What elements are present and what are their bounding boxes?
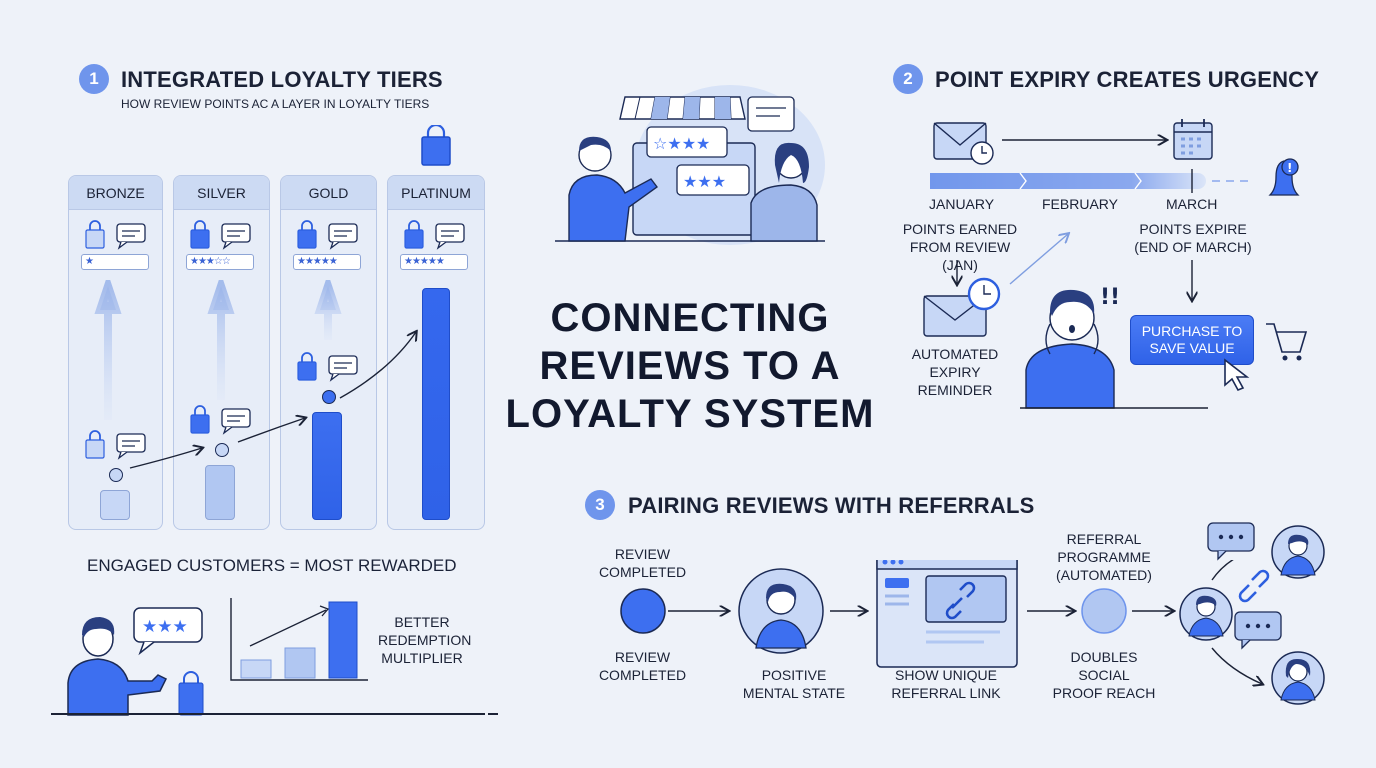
bag-chat-icons (297, 220, 358, 250)
bag-chat-icons (85, 220, 146, 250)
redemption-caption: BETTER REDEMPTION MULTIPLIER (378, 614, 472, 666)
points-earned-caption: POINTS EARNED FROM REVIEW (JAN) (902, 221, 1018, 273)
tier-column-silver: SILVER ★★★☆☆ (173, 175, 270, 530)
tier-level-bar (100, 490, 130, 520)
tier-node (215, 443, 229, 457)
friend-top-illustration (1207, 522, 1325, 579)
tier-name: GOLD (281, 176, 376, 210)
tier-column-bronze: BRONZE ★ (68, 175, 163, 530)
expiry-reminder-illustration: !! (923, 228, 1308, 409)
tier-name: PLATINUM (388, 176, 484, 210)
tier-star-rating: ★★★★★ (400, 254, 468, 270)
tier-star-rating: ★ (81, 254, 149, 270)
points-expire-caption: POINTS EXPIRE (END OF MARCH) (1134, 221, 1252, 255)
section1-title: INTEGRATED LOYALTY TIERS (121, 67, 443, 92)
section3-title: PAIRING REVIEWS WITH REFERRALS (628, 493, 1035, 518)
tier-column-gold: GOLD ★★★★★ (280, 175, 377, 530)
referral-programme-caption: REFERRAL PROGRAMME (AUTOMATED) (1056, 531, 1152, 583)
main-title: CONNECTING REVIEWS TO A LOYALTY SYSTEM (505, 296, 875, 436)
svg-text:!!: !! (1100, 285, 1120, 310)
tier-name: BRONZE (69, 176, 162, 210)
bag-chat-icons (297, 352, 358, 382)
tier-star-rating: ★★★☆☆ (186, 254, 254, 270)
tier-name: SILVER (174, 176, 269, 210)
show-referral-link-caption: SHOW UNIQUE REFERRAL LINK (891, 667, 1001, 701)
automated-reminder-caption: AUTOMATED EXPIRY REMINDER (911, 346, 999, 398)
redemption-chart-illustration (230, 598, 368, 681)
review-completed-bottom: REVIEW COMPLETED (598, 649, 687, 683)
positive-mental-state-caption: POSITIVE MENTAL STATE (742, 667, 846, 701)
tier-level-bar (312, 412, 342, 520)
svg-text:★★★: ★★★ (142, 617, 188, 637)
referral-flow-illustration (620, 560, 1325, 705)
section2-title: POINT EXPIRY CREATES URGENCY (935, 67, 1320, 92)
customer-illustration: ★★★ (67, 607, 204, 716)
tier-node (109, 468, 123, 482)
doubles-reach-caption: DOUBLES SOCIAL PROOF REACH (1052, 649, 1156, 701)
review-completed-top: REVIEW COMPLETED (598, 546, 687, 580)
expiry-timeline-illustration: ! (930, 119, 1300, 196)
bag-chat-icons (190, 405, 251, 435)
cursor-icon (1224, 358, 1250, 392)
section2-number-badge: 2 (893, 64, 923, 94)
svg-text:★★★: ★★★ (683, 172, 726, 191)
ground-line (51, 713, 485, 715)
tier-column-platinum: PLATINUM ★★★★★ (387, 175, 485, 530)
section3-number-badge: 3 (585, 490, 615, 520)
engaged-caption: ENGAGED CUSTOMERS = MOST REWARDED (87, 556, 457, 575)
month-january: JANUARY (929, 196, 995, 212)
tier-progress-arrows (94, 280, 490, 469)
shopping-bag-icon (421, 125, 451, 166)
tier-level-bar (422, 288, 450, 520)
ground-line-end (488, 713, 498, 715)
shop-review-illustration: ☆★★★ ★★★ (555, 85, 825, 245)
month-february: FEBRUARY (1042, 196, 1118, 212)
section1-subtitle: HOW REVIEW POINTS AC A LAYER IN LOYALTY … (121, 97, 430, 111)
section1-number-badge: 1 (79, 64, 109, 94)
svg-text:!: ! (1287, 161, 1292, 175)
bag-chat-icons (190, 220, 251, 250)
bag-chat-icons (404, 220, 465, 250)
svg-text:☆★★★: ☆★★★ (653, 134, 710, 153)
bag-chat-icons (85, 430, 146, 460)
month-march: MARCH (1166, 196, 1218, 212)
tier-star-rating: ★★★★★ (293, 254, 361, 270)
tier-level-bar (205, 465, 235, 520)
tier-node (322, 390, 336, 404)
